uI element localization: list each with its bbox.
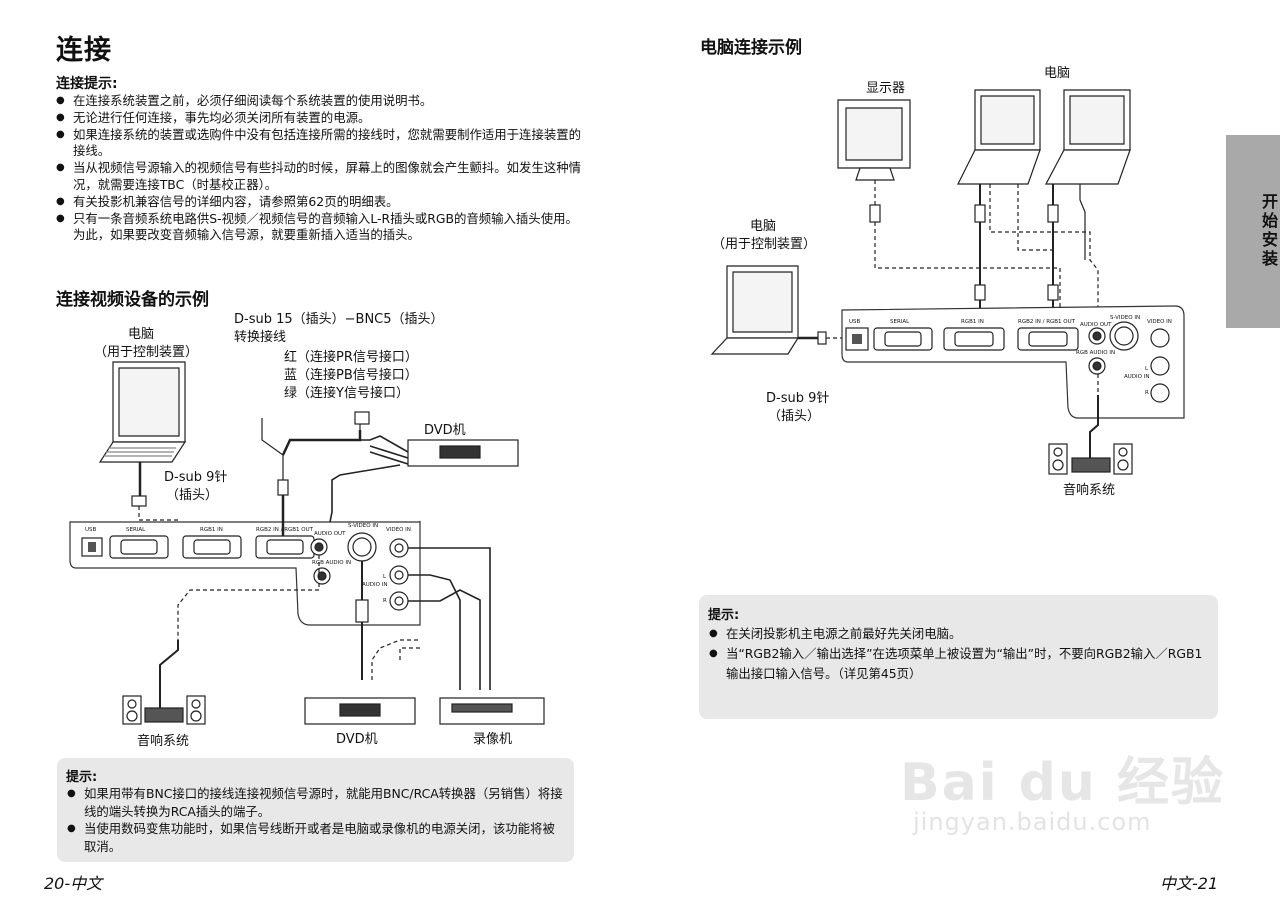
panel-label: USB (849, 319, 861, 325)
pc-label: 电脑 (127, 327, 154, 342)
page-number-left: 20-中文 (44, 874, 103, 893)
monitor-label: 显示器 (866, 81, 906, 96)
panel-label: R (383, 598, 387, 604)
laptop-icon (957, 89, 1041, 185)
panel-label: RGB AUDIO IN (312, 560, 352, 566)
panel-label: AUDIO OUT (1080, 322, 1112, 328)
cable-sublabel: 转换接线 (234, 330, 287, 345)
section-title-video: 连接视频设备的示例 (56, 290, 209, 310)
dsub9-label: D-sub 9针 (766, 391, 830, 406)
watermark-logo: Bai du 经验 (900, 753, 1225, 813)
pc-top-label: 电脑 (1044, 66, 1071, 81)
list-item: 在关闭投影机主电源之前最好先关闭电脑。 (708, 624, 1208, 644)
dvd-label-bottom: DVD机 (336, 732, 378, 747)
side-tab-label: 开始安装 (1259, 193, 1278, 269)
panel-label: S-VIDEO IN (1110, 315, 1141, 321)
laptop-icon (710, 265, 800, 355)
panel-label: AUDIO IN (1124, 374, 1150, 380)
dsub9-label: D-sub 9针 (164, 470, 228, 485)
list-item: 当使用数码变焦功能时，如果信号线断开或者是电脑或录像机的电源关闭，该功能将被取消… (66, 820, 566, 855)
blue-cable-label: 蓝（连接PB信号接口） (284, 368, 418, 383)
list-item: 如果连接系统的装置或选购件中没有包括连接所需的接线时，您就需要制作适用于连接装置… (56, 127, 581, 161)
panel-label: S-VIDEO IN (348, 523, 379, 529)
panel-label: L (1145, 366, 1149, 372)
panel-label: VIDEO IN (1147, 319, 1172, 325)
dsub9-sublabel: （插头） (768, 409, 821, 424)
side-tab: 开始安装 (1226, 135, 1280, 328)
tips-heading: 连接提示: (56, 76, 118, 92)
cable-label: D-sub 15（插头）−BNC5（插头） (234, 312, 444, 327)
panel-label: AUDIO OUT (314, 531, 346, 537)
list-item: 无论进行任何连接，事先均必须关闭所有装置的电源。 (56, 110, 581, 127)
dvd-label-top: DVD机 (424, 423, 466, 438)
laptop-icon (98, 361, 187, 463)
list-item: 当“RGB2输入／输出选择”在选项菜单上被设置为“输出”时，不要向RGB2输入／… (708, 644, 1208, 684)
panel-label: USB (85, 527, 97, 533)
dvd-player-icon (407, 439, 519, 467)
panel-label: RGB2 IN / RGB1 OUT (1018, 319, 1076, 325)
pc-sublabel: （用于控制装置） (712, 237, 817, 252)
audio-system-label: 音响系统 (1063, 483, 1116, 498)
list-item: 有关投影机兼容信号的详细内容，请参照第62页的明细表。 (56, 194, 581, 211)
panel-label: RGB AUDIO IN (1076, 350, 1116, 356)
panel-label: VIDEO IN (386, 527, 411, 533)
section-title-pc: 电脑连接示例 (700, 38, 802, 58)
list-item: 如果用带有BNC接口的接线连接视频信号源时，就能用BNC/RCA转换器（另销售）… (66, 785, 566, 820)
speaker-icon (122, 695, 206, 725)
dvd-player-icon (304, 697, 416, 725)
panel-label: AUDIO IN (362, 582, 388, 588)
pc-label: 电脑 (749, 219, 776, 234)
note-heading-right: 提示: (708, 608, 740, 623)
watermark-url: jingyan.baidu.com (913, 808, 1152, 836)
panel-label: RGB2 IN / RGB1 OUT (256, 527, 314, 533)
red-cable-label: 红（连接PR信号接口） (284, 350, 418, 365)
panel-label: RGB1 IN (200, 527, 223, 533)
vcr-icon (439, 697, 545, 725)
list-item: 当从视频信号源输入的视频信号有些抖动的时候，屏幕上的图像就会产生颤抖。如发生这种… (56, 160, 581, 194)
panel-label: SERIAL (126, 527, 146, 533)
dsub9-sublabel: （插头） (166, 488, 219, 503)
list-item: 只有一条音频系统电路供S-视频／视频信号的音频输入L-R插头或RGB的音频输入插… (56, 211, 581, 245)
panel-label: R (1145, 390, 1149, 396)
list-item: 在连接系统装置之前，必须仔细阅读每个系统装置的使用说明书。 (56, 93, 581, 110)
panel-label: SERIAL (890, 319, 910, 325)
note-list-left: 如果用带有BNC接口的接线连接视频信号源时，就能用BNC/RCA转换器（另销售）… (66, 785, 566, 855)
green-cable-label: 绿（连接Y信号接口） (284, 386, 409, 401)
audio-system-label: 音响系统 (137, 734, 190, 749)
pc-sublabel: （用于控制装置） (94, 345, 199, 360)
panel-label: RGB1 IN (961, 319, 984, 325)
note-heading-left: 提示: (66, 770, 98, 785)
tips-list: 在连接系统装置之前，必须仔细阅读每个系统装置的使用说明书。 无论进行任何连接，事… (56, 93, 581, 244)
note-list-right: 在关闭投影机主电源之前最好先关闭电脑。 当“RGB2输入／输出选择”在选项菜单上… (708, 624, 1208, 684)
panel-label: L (383, 574, 387, 580)
projector-panel-left (69, 520, 421, 626)
page-number-right: 中文-21 (1160, 874, 1219, 893)
laptop-icon (1045, 89, 1131, 185)
speaker-icon (1048, 443, 1133, 475)
vcr-label: 录像机 (473, 732, 513, 747)
monitor-icon (837, 99, 911, 181)
page-title: 连接 (56, 35, 112, 66)
